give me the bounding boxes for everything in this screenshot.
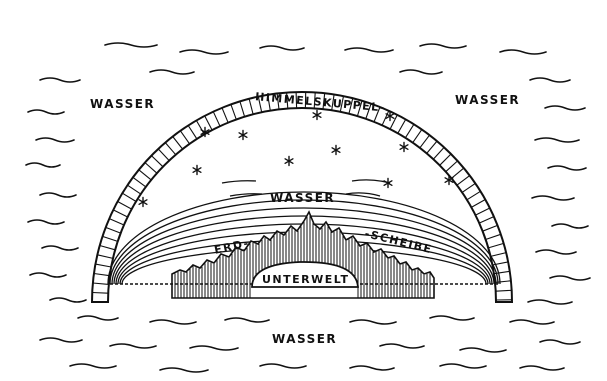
water-label-top-right: WASSER [455, 93, 520, 107]
dome-hatch-line [92, 293, 108, 294]
water-label-top-left: WASSER [90, 97, 155, 111]
underworld-label: UNTERWELT [262, 273, 349, 286]
water-arc-label: WASSER [270, 191, 335, 205]
water-label-bottom: WASSER [272, 332, 337, 346]
